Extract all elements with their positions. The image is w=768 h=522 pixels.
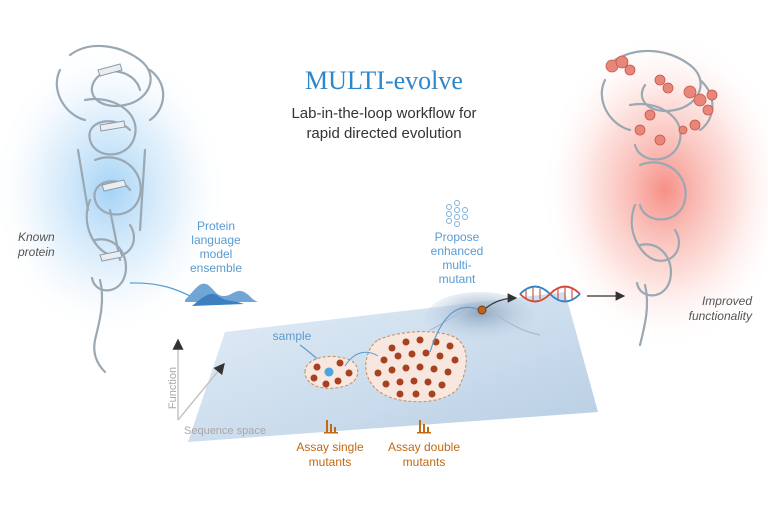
double-to-multi-curve — [429, 306, 481, 353]
propose-line-1: Propose — [434, 230, 480, 244]
known-protein-line-2: protein — [18, 245, 55, 259]
propose-line-3: multi- — [442, 258, 472, 272]
known-protein-label: Known protein — [18, 230, 55, 260]
dna-helix-icon — [519, 285, 581, 303]
known-protein-glow — [0, 40, 230, 340]
mountain-landscape-icon — [185, 283, 258, 306]
improved-line-1: Improved — [701, 294, 752, 308]
double-mutant-dots — [374, 336, 459, 398]
plm-line-2: language — [191, 233, 241, 247]
sequence-space-axis-label: Sequence space — [184, 425, 266, 437]
sampled-mutant-dot — [324, 367, 334, 377]
plm-line-4: ensemble — [189, 261, 243, 275]
improved-line-2: functionality — [688, 309, 752, 323]
propose-multimutant-label: Propose enhanced multi- mutant — [420, 230, 494, 286]
single-mutant-dots — [310, 359, 353, 388]
sequence-axis — [177, 362, 225, 421]
assay-double-label: Assay double mutants — [376, 440, 472, 470]
propose-line-2: enhanced — [430, 244, 484, 258]
protein-beta-sheets — [97, 63, 127, 262]
assay-single-line-2: mutants — [308, 455, 352, 469]
known-protein-line-1: Known — [18, 230, 55, 244]
assay-single-label: Assay single mutants — [282, 440, 378, 470]
mutation-spheres — [605, 55, 718, 146]
function-axis-label: Function — [167, 366, 179, 410]
improved-functionality-label: Improved functionality — [652, 294, 752, 324]
sample-label: sample — [272, 329, 312, 343]
propose-line-4: mutant — [438, 272, 476, 286]
assay-double-line-1: Assay double — [387, 440, 461, 454]
improved-protein-structure — [600, 49, 714, 347]
plm-line-1: Protein — [196, 219, 236, 233]
landscape-peak — [425, 292, 535, 344]
multi-to-dna-curve — [485, 293, 518, 309]
protein-structure-icon — [55, 44, 165, 374]
bar-chart-icon-double — [417, 420, 431, 434]
neural-network-icon — [446, 200, 468, 227]
subtitle-line-1: Lab-in-the-loop workflow for — [291, 105, 477, 122]
known-to-plm-curve — [129, 282, 191, 297]
assay-double-line-2: mutants — [402, 455, 446, 469]
plm-line-3: model — [199, 247, 233, 261]
diagram-subtitle: Lab-in-the-loop workflow for rapid direc… — [0, 104, 768, 144]
diagram-title: MULTI-evolve — [305, 66, 463, 95]
assay-single-line-1: Assay single — [296, 440, 364, 454]
single-to-double-curve — [344, 351, 379, 367]
subtitle-line-2: rapid directed evolution — [306, 125, 462, 142]
plm-ensemble-label: Protein language model ensemble — [180, 219, 252, 275]
bar-chart-icon — [324, 420, 338, 434]
multi-mutant-point — [477, 305, 487, 315]
